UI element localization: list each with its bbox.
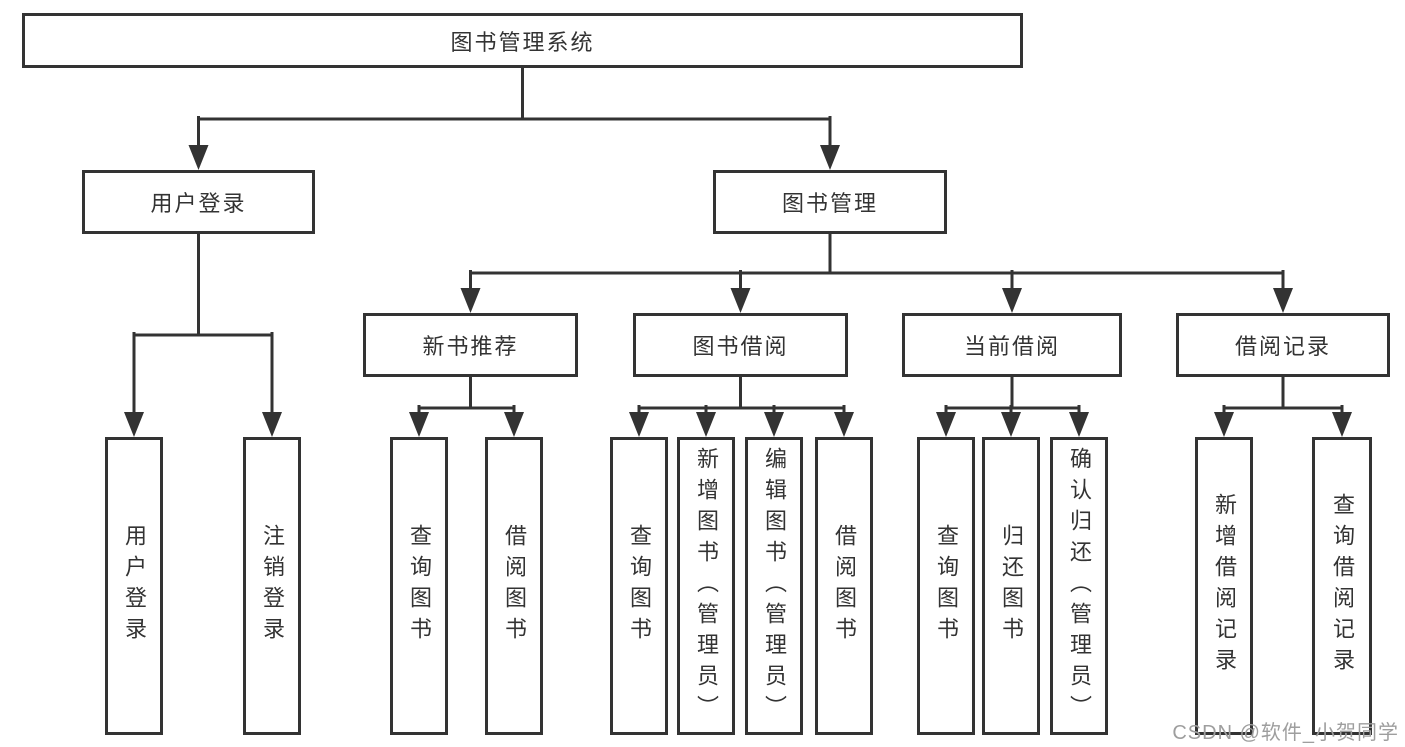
arrowhead-bb-add-book xyxy=(696,412,716,437)
node-borrowing-records: 借阅记录 xyxy=(1176,313,1390,377)
node-library-management-system: 图书管理系统 xyxy=(22,13,1023,68)
leaf-bb-query-books: 查询图书 xyxy=(610,437,668,735)
leaf-label: 查询图书 xyxy=(407,524,432,648)
leaf-cb-confirm-return-admin: 确认归还（管理员） xyxy=(1050,437,1108,735)
leaf-cb-query-books: 查询图书 xyxy=(917,437,975,735)
node-label: 图书借阅 xyxy=(692,334,789,359)
node-book-borrowing: 图书借阅 xyxy=(633,313,848,377)
leaf-logout: 注销登录 xyxy=(243,437,301,735)
arrowhead-nbr-borrow-books xyxy=(504,412,524,437)
leaf-label: 编辑图书（管理员） xyxy=(762,446,787,726)
leaf-label: 新增图书（管理员） xyxy=(694,446,719,726)
leaf-br-query-borrow-record: 查询借阅记录 xyxy=(1312,437,1372,735)
arrowhead-bb-query-books xyxy=(629,412,649,437)
leaf-label: 用户登录 xyxy=(122,524,147,648)
node-current-borrowing: 当前借阅 xyxy=(902,313,1122,377)
connector-borrowing-records-branch xyxy=(1222,375,1344,415)
arrowhead-bb-edit-book xyxy=(764,412,784,437)
arrowhead-book-management xyxy=(820,145,840,170)
node-label: 借阅记录 xyxy=(1234,334,1331,359)
leaf-label: 查询图书 xyxy=(627,524,652,648)
leaf-label: 确认归还（管理员） xyxy=(1067,446,1092,726)
leaf-user-login: 用户登录 xyxy=(105,437,163,735)
node-label: 新书推荐 xyxy=(422,334,519,359)
leaf-bb-add-book-admin: 新增图书（管理员） xyxy=(677,437,735,735)
leaf-label: 借阅图书 xyxy=(832,524,857,648)
leaf-label: 新增借阅记录 xyxy=(1212,493,1237,679)
leaf-label: 归还图书 xyxy=(999,524,1024,648)
leaf-bb-borrow-books: 借阅图书 xyxy=(815,437,873,735)
leaf-nbr-query-books: 查询图书 xyxy=(390,437,448,735)
arrowhead-bb-borrow-books xyxy=(834,412,854,437)
node-label: 用户登录 xyxy=(150,191,247,216)
leaf-bb-edit-book-admin: 编辑图书（管理员） xyxy=(745,437,803,735)
arrowhead-borrowing-records xyxy=(1273,288,1293,313)
node-label: 图书管理 xyxy=(781,191,878,216)
leaf-br-add-borrow-record: 新增借阅记录 xyxy=(1195,437,1253,735)
node-book-management: 图书管理 xyxy=(713,170,947,234)
arrowhead-book-borrowing xyxy=(730,288,751,313)
arrowhead-cb-confirm-return xyxy=(1069,412,1089,437)
connector-book-borrowing-branch xyxy=(637,375,846,415)
arrowhead-new-book-recommend xyxy=(460,288,481,313)
connector-root-to-level2 xyxy=(197,66,832,148)
arrowhead-nbr-query-books xyxy=(409,412,429,437)
arrowhead-user-login xyxy=(188,145,209,170)
arrowhead-leaf-logout xyxy=(262,412,282,437)
connector-current-borrowing-branch xyxy=(944,375,1081,415)
connector-new-book-recommend-branch xyxy=(417,375,516,415)
leaf-nbr-borrow-books: 借阅图书 xyxy=(485,437,543,735)
connector-book-management-branch xyxy=(469,232,1285,291)
leaf-label: 注销登录 xyxy=(260,524,285,648)
csdn-watermark: CSDN @软件_小贺同学 xyxy=(1172,722,1399,744)
arrowhead-br-add-record xyxy=(1214,412,1234,437)
arrowhead-br-query-record xyxy=(1332,412,1352,437)
arrowhead-cb-query-books xyxy=(936,412,956,437)
node-label: 当前借阅 xyxy=(963,334,1060,359)
node-new-book-recommend: 新书推荐 xyxy=(363,313,578,377)
arrowhead-leaf-user-login xyxy=(124,412,144,437)
leaf-cb-return-books: 归还图书 xyxy=(982,437,1040,735)
node-label: 图书管理系统 xyxy=(450,29,595,55)
leaf-label: 查询借阅记录 xyxy=(1330,493,1355,679)
arrowhead-current-borrowing xyxy=(1002,288,1022,313)
arrowhead-cb-return-books xyxy=(1001,412,1021,437)
leaf-label: 借阅图书 xyxy=(502,524,527,648)
node-user-login: 用户登录 xyxy=(82,170,315,234)
connector-user-login-branch xyxy=(132,232,274,415)
leaf-label: 查询图书 xyxy=(934,524,959,648)
